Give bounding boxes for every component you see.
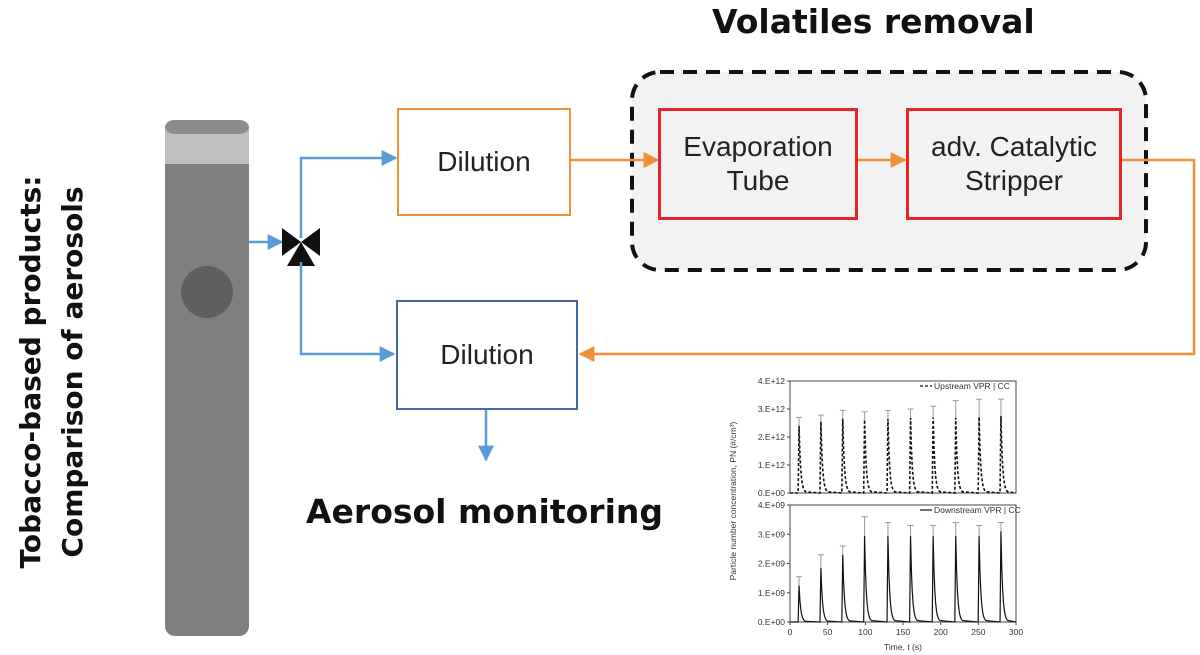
catalytic-label-line-2: Stripper bbox=[964, 165, 1064, 196]
catalytic-label-line-1: adv. Catalytic bbox=[931, 131, 1097, 163]
downstream-xtick-label: 200 bbox=[934, 627, 948, 637]
downstream-legend-label: Downstream VPR | CC bbox=[934, 505, 1021, 515]
upstream-legend-label: Upstream VPR | CC bbox=[934, 381, 1010, 391]
x-axis-label: Time, t (s) bbox=[884, 642, 922, 652]
dilution-top-label: Dilution bbox=[437, 146, 531, 178]
downstream-ytick-label: 1.E+09 bbox=[758, 588, 785, 598]
downstream-ytick-label: 0.E+00 bbox=[758, 617, 785, 627]
evaporation-tube-box: Evaporation Tube bbox=[658, 108, 858, 220]
upstream-ytick-label: 2.E+12 bbox=[758, 432, 785, 442]
downstream-xtick-label: 150 bbox=[896, 627, 910, 637]
valve-to-bottom-dilution-arrow bbox=[299, 262, 396, 362]
upstream-ytick-label: 1.E+12 bbox=[758, 460, 785, 470]
downstream-xtick-label: 50 bbox=[823, 627, 833, 637]
stripper-return-arrow bbox=[578, 158, 1196, 362]
upstream-ytick-label: 0.E+00 bbox=[758, 488, 785, 498]
catalytic-stripper-box: adv. Catalytic Stripper bbox=[906, 108, 1122, 220]
downstream-xtick-label: 300 bbox=[1009, 627, 1023, 637]
dilution-box-bottom: Dilution bbox=[396, 300, 578, 410]
evaporation-label-line-2: Tube bbox=[726, 165, 790, 196]
three-way-valve-icon bbox=[282, 228, 320, 266]
downstream-series-line bbox=[790, 531, 1017, 623]
tobacco-stick-icon bbox=[165, 120, 249, 636]
vertical-title: Tobacco-based products: Comparison of ae… bbox=[10, 176, 94, 569]
upstream-ytick-label: 3.E+12 bbox=[758, 404, 785, 414]
downstream-ytick-label: 4.E+09 bbox=[758, 500, 785, 510]
aerosol-monitoring-heading: Aerosol monitoring bbox=[306, 492, 663, 531]
volatiles-removal-heading: Volatiles removal bbox=[712, 2, 1035, 41]
dilution-bottom-label: Dilution bbox=[440, 339, 534, 371]
title-line-1: Tobacco-based products: bbox=[14, 175, 47, 569]
downstream-xtick-label: 250 bbox=[971, 627, 985, 637]
y-axis-label: Particle number concentration, PN (#/cm³… bbox=[728, 421, 738, 580]
downstream-xtick-label: 100 bbox=[858, 627, 872, 637]
title-line-2: Comparison of aerosols bbox=[56, 186, 89, 558]
downstream-ytick-label: 3.E+09 bbox=[758, 529, 785, 539]
evaporation-label-line-1: Evaporation bbox=[683, 131, 833, 163]
downstream-xtick-label: 0 bbox=[788, 627, 793, 637]
dilution-box-top: Dilution bbox=[397, 108, 571, 216]
valve-to-top-dilution-arrow bbox=[299, 150, 398, 238]
downstream-ytick-label: 2.E+09 bbox=[758, 559, 785, 569]
upstream-ytick-label: 4.E+12 bbox=[758, 376, 785, 386]
